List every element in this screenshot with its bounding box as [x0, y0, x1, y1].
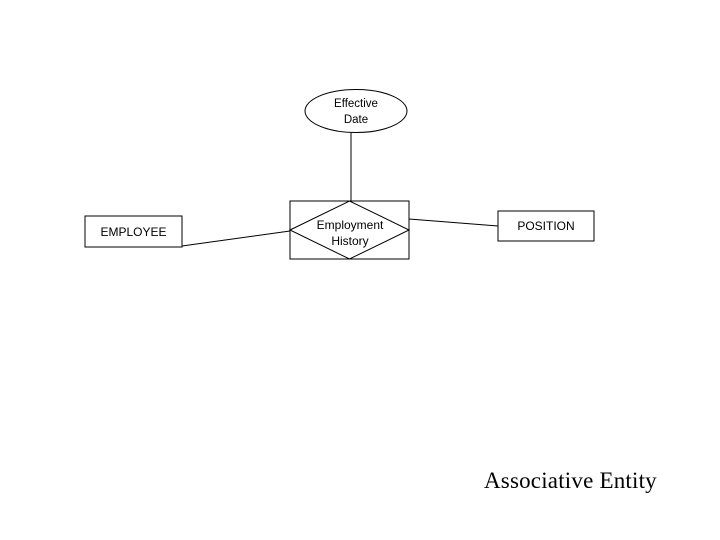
- entity-employee-box: [84, 215, 183, 248]
- associative-entity-diamond: [288, 200, 411, 260]
- associative-entity-label-line1: Employment: [317, 218, 384, 232]
- entity-position[interactable]: POSITION: [497, 210, 595, 242]
- attribute-ellipse-shape: [304, 89, 408, 133]
- attribute-effective-date-label-line2: Date: [344, 114, 368, 126]
- entity-position-label: POSITION: [517, 219, 574, 233]
- connector-employment-history-to-position: [408, 218, 499, 227]
- diagram-caption: Associative Entity: [484, 468, 657, 493]
- associative-entity-employment-history[interactable]: Employment History: [288, 200, 411, 260]
- connector-employee-to-employment-history: [181, 230, 291, 247]
- associative-entity-label-line2: History: [331, 234, 368, 248]
- entity-employee-label: EMPLOYEE: [100, 225, 166, 239]
- attribute-effective-date[interactable]: Effective Date: [304, 89, 408, 133]
- entity-employee[interactable]: EMPLOYEE: [84, 215, 183, 248]
- entity-position-box: [497, 210, 595, 242]
- attribute-effective-date-label-line1: Effective: [334, 98, 378, 110]
